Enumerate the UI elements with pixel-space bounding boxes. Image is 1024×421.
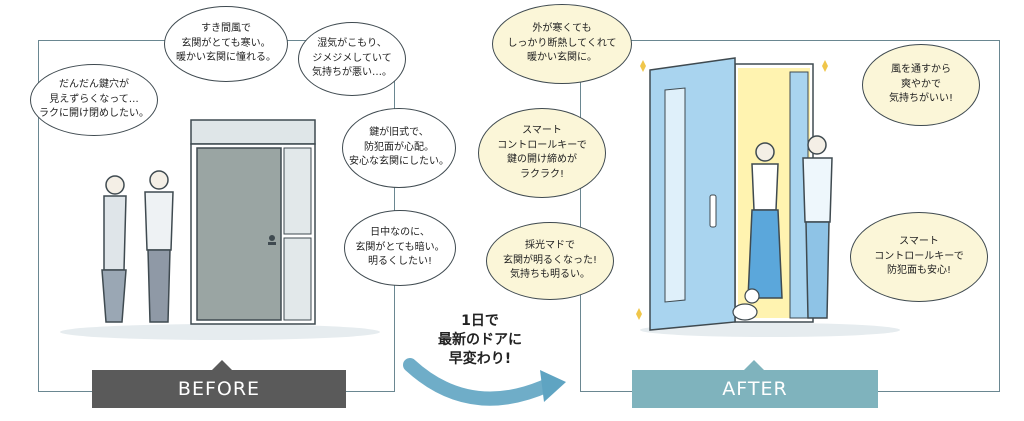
before-label: BEFORE (92, 370, 346, 408)
center-caption: 1日で 最新のドアに 早変わり! (438, 313, 522, 367)
before-bubble-2: すき間風で 玄関がとても寒い。 暖かい玄関に憧れる。 (164, 6, 288, 82)
after-bubble-1: 外が寒くても しっかり断熱してくれて 暖かい玄関に。 (492, 4, 632, 84)
before-bubble-3: 湿気がこもり、 ジメジメしていて 気持ちが悪い…。 (298, 22, 406, 96)
after-bubble-4: 風を通すから 爽やかで 気持ちがいい! (862, 44, 980, 126)
after-label: AFTER (632, 370, 878, 408)
before-bubble-5: 日中なのに、 玄関がとても暗い。 明るくしたい! (344, 210, 456, 286)
after-bubble-5: スマート コントロールキーで 防犯面も安心! (850, 212, 988, 302)
after-bubble-3: 採光マドで 玄関が明るくなった! 気持ちも明るい。 (486, 222, 614, 300)
after-bubble-2: スマート コントロールキーで 鍵の開け締めが ラクラク! (478, 108, 606, 198)
before-bubble-4: 鍵が旧式で、 防犯面が心配。 安心な玄関にしたい。 (342, 108, 456, 188)
before-bubble-1: だんだん鍵穴が 見えずらくなって… ラクに開け閉めしたい。 (30, 64, 158, 136)
